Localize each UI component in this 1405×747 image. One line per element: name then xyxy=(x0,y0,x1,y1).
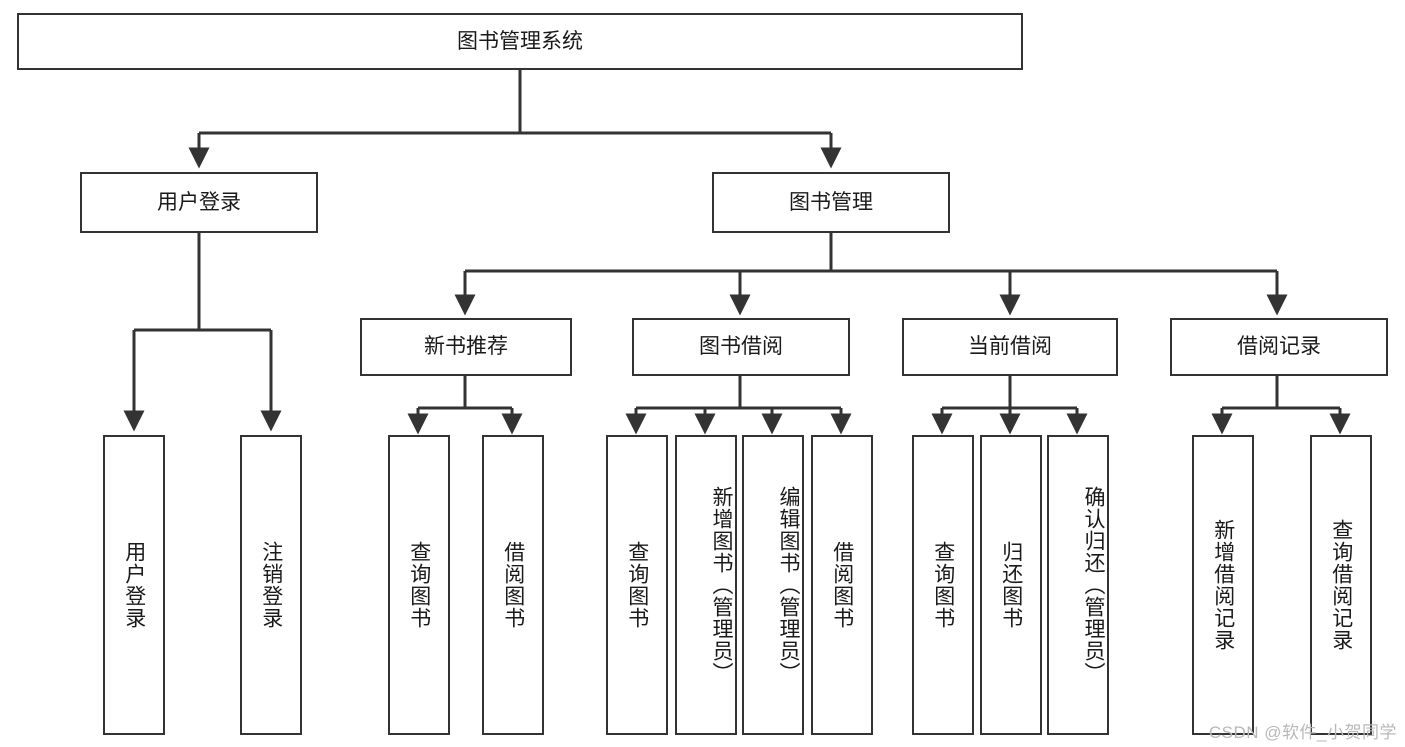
node-label: 新书推荐 xyxy=(424,335,508,359)
leaf-query-book-borrow[interactable]: 查询图书 xyxy=(606,435,668,735)
node-label: 新增图书（管理员） xyxy=(710,486,733,684)
node-label: 借阅图书 xyxy=(501,541,525,629)
node-label: 查询图书 xyxy=(931,541,955,629)
node-label: 查询图书 xyxy=(407,541,431,629)
leaf-query-borrow-record[interactable]: 查询借阅记录 xyxy=(1310,435,1372,735)
node-label: 用户登录 xyxy=(122,541,146,629)
node-root-book-management-system[interactable]: 图书管理系统 xyxy=(17,13,1023,70)
leaf-logout-login[interactable]: 注销登录 xyxy=(240,435,302,735)
leaf-user-login[interactable]: 用户登录 xyxy=(103,435,165,735)
node-label: 图书管理 xyxy=(789,190,873,214)
leaf-edit-book-admin[interactable]: 编辑图书（管理员） xyxy=(742,435,804,735)
node-label: 注销登录 xyxy=(259,541,283,629)
leaf-borrow-book[interactable]: 借阅图书 xyxy=(811,435,873,735)
leaf-query-book-new[interactable]: 查询图书 xyxy=(388,435,450,735)
node-label: 确认归还（管理员） xyxy=(1082,486,1105,684)
leaf-add-borrow-record[interactable]: 新增借阅记录 xyxy=(1192,435,1254,735)
node-label: 查询图书 xyxy=(625,541,649,629)
csdn-watermark: CSDN @软件_小贺同学 xyxy=(1208,723,1397,742)
node-current-borrow[interactable]: 当前借阅 xyxy=(902,318,1118,376)
leaf-query-book-current[interactable]: 查询图书 xyxy=(912,435,974,735)
leaf-confirm-return-admin[interactable]: 确认归还（管理员） xyxy=(1047,435,1109,735)
leaf-add-book-admin[interactable]: 新增图书（管理员） xyxy=(675,435,737,735)
leaf-return-book[interactable]: 归还图书 xyxy=(980,435,1042,735)
node-user-login[interactable]: 用户登录 xyxy=(80,172,318,233)
node-borrow-record[interactable]: 借阅记录 xyxy=(1170,318,1388,376)
node-label: 归还图书 xyxy=(999,541,1023,629)
node-label: 新增借阅记录 xyxy=(1211,519,1235,651)
node-new-book-recommend[interactable]: 新书推荐 xyxy=(360,318,572,376)
node-label: 用户登录 xyxy=(157,190,241,214)
node-label: 借阅图书 xyxy=(830,541,854,629)
node-book-management[interactable]: 图书管理 xyxy=(712,172,950,233)
node-label: 图书借阅 xyxy=(699,335,783,359)
leaf-borrow-book-new[interactable]: 借阅图书 xyxy=(482,435,544,735)
node-label: 查询借阅记录 xyxy=(1329,519,1353,651)
node-label: 当前借阅 xyxy=(968,335,1052,359)
node-label: 图书管理系统 xyxy=(457,29,583,53)
node-book-borrow[interactable]: 图书借阅 xyxy=(632,318,850,376)
node-label: 借阅记录 xyxy=(1237,335,1321,359)
node-label: 编辑图书（管理员） xyxy=(777,486,800,684)
